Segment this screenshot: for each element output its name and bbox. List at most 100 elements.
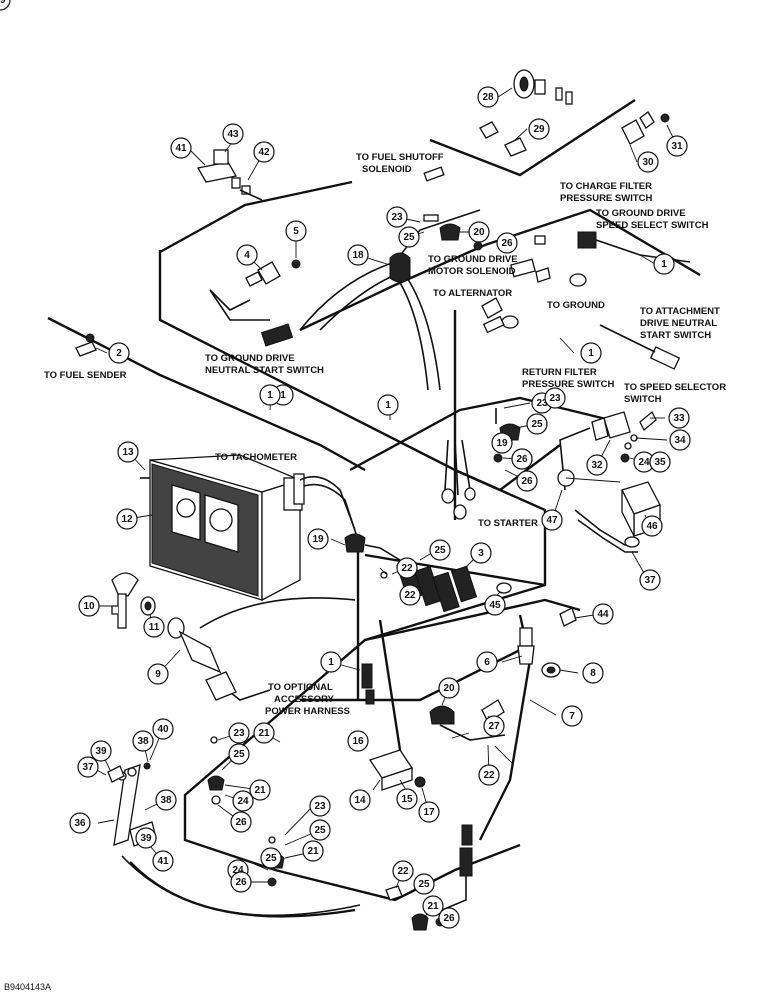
svg-text:TO GROUND DRIVE: TO GROUND DRIVE — [596, 208, 686, 219]
svg-text:36: 36 — [74, 818, 86, 829]
svg-text:22: 22 — [404, 590, 416, 601]
callout-18: 18 — [347, 244, 369, 266]
svg-text:21: 21 — [427, 901, 439, 912]
keys-10 — [111, 572, 139, 629]
svg-text:7: 7 — [569, 711, 575, 722]
svg-text:26: 26 — [501, 238, 513, 249]
svg-text:TO SPEED SELECTOR: TO SPEED SELECTOR — [624, 382, 726, 393]
svg-text:TO CHARGE FILTER: TO CHARGE FILTER — [560, 181, 652, 192]
svg-text:TO STARTER: TO STARTER — [478, 518, 538, 529]
svg-text:TO OPTIONAL: TO OPTIONAL — [268, 682, 333, 693]
callout-26: 26 — [230, 811, 252, 833]
svg-text:SPEED SELECT SWITCH: SPEED SELECT SWITCH — [596, 220, 709, 231]
switch-30 — [621, 111, 670, 145]
connector-block-3 — [380, 559, 478, 613]
svg-text:23: 23 — [314, 801, 326, 812]
callout-1: 1 — [320, 651, 342, 673]
svg-text:41: 41 — [175, 143, 187, 154]
svg-text:23: 23 — [549, 393, 561, 404]
svg-text:22: 22 — [401, 563, 413, 574]
callout-37: 37 — [77, 756, 99, 778]
svg-text:22: 22 — [483, 770, 495, 781]
callout-22: 22 — [396, 557, 418, 579]
callout-39: 39 — [135, 827, 157, 849]
svg-text:25: 25 — [434, 545, 446, 556]
svg-text:25: 25 — [531, 419, 543, 430]
svg-text:26: 26 — [516, 454, 528, 465]
svg-text:26: 26 — [521, 476, 533, 487]
callout-12: 12 — [116, 508, 138, 530]
svg-text:35: 35 — [654, 457, 666, 468]
fuse-holder-6 — [517, 607, 577, 678]
callout-39: 39 — [90, 740, 112, 762]
callout-35: 35 — [649, 451, 671, 473]
svg-text:1: 1 — [588, 348, 594, 359]
svg-text:34: 34 — [674, 435, 686, 446]
svg-text:19: 19 — [312, 534, 324, 545]
svg-text:43: 43 — [227, 129, 239, 140]
svg-text:11: 11 — [149, 622, 160, 633]
svg-text:25: 25 — [403, 232, 415, 243]
svg-text:26: 26 — [235, 877, 247, 888]
svg-text:TO GROUND: TO GROUND — [547, 300, 605, 311]
svg-text:18: 18 — [352, 250, 364, 261]
label-alternator: TO ALTERNATOR — [433, 288, 512, 299]
svg-text:47: 47 — [546, 515, 558, 526]
callout-46: 46 — [641, 515, 663, 537]
callout-1: 1 — [259, 384, 281, 406]
callout-20: 20 — [468, 221, 490, 243]
callout-19: 19 — [307, 528, 329, 550]
callout-15: 15 — [396, 788, 418, 810]
svg-text:TO GROUND DRIVE: TO GROUND DRIVE — [428, 254, 518, 265]
panel-connectors — [140, 473, 359, 541]
svg-text:22: 22 — [397, 866, 409, 877]
svg-text:23: 23 — [536, 398, 548, 409]
svg-text:13: 13 — [122, 447, 134, 458]
callout-21: 21 — [249, 779, 271, 801]
svg-text:12: 12 — [121, 514, 133, 525]
callout-38: 38 — [155, 789, 177, 811]
callout-25: 25 — [260, 847, 282, 869]
label-attachment: TO ATTACHMENT DRIVE NEUTRAL START SWITCH — [640, 306, 720, 341]
strap-37-upper — [574, 509, 640, 553]
svg-text:PRESSURE SWITCH: PRESSURE SWITCH — [560, 193, 653, 204]
callout-22: 22 — [478, 764, 500, 786]
svg-text:25: 25 — [418, 879, 430, 890]
callout-33: 33 — [668, 407, 690, 429]
callout-45: 45 — [484, 594, 506, 616]
svg-text:17: 17 — [423, 807, 435, 818]
svg-text:1: 1 — [280, 390, 286, 401]
callout-21: 21 — [253, 722, 275, 744]
svg-text:44: 44 — [597, 609, 609, 620]
svg-text:SWITCH: SWITCH — [624, 394, 662, 405]
callout-28: 28 — [477, 86, 499, 108]
callout-40: 40 — [152, 718, 174, 740]
svg-text:37: 37 — [82, 762, 94, 773]
svg-text:1: 1 — [385, 400, 391, 411]
label-neutral-start: TO GROUND DRIVE NEUTRAL START SWITCH — [205, 353, 324, 376]
svg-text:24: 24 — [237, 796, 249, 807]
ignition-switch-9 — [167, 597, 356, 701]
svg-text:39: 39 — [95, 746, 107, 757]
svg-text:29: 29 — [533, 124, 545, 135]
clamp-20-lower — [429, 699, 506, 741]
callout-25: 25 — [228, 743, 250, 765]
callout-26: 26 — [438, 907, 460, 929]
callout-11: 11 — [143, 616, 165, 638]
svg-text:1: 1 — [267, 390, 273, 401]
svg-text:8: 8 — [590, 668, 596, 679]
callout-26: 26 — [230, 871, 252, 893]
callout-47: 47 — [541, 509, 563, 531]
svg-text:25: 25 — [233, 749, 245, 760]
svg-text:23: 23 — [391, 212, 403, 223]
label-tachometer: TO TACHOMETER — [215, 452, 297, 463]
svg-text:TO ATTACHMENT: TO ATTACHMENT — [640, 306, 720, 317]
gauge-28 — [513, 69, 573, 105]
svg-text:37: 37 — [644, 575, 656, 586]
callout-13: 13 — [117, 441, 139, 463]
tachometer-panel-12 — [149, 454, 302, 602]
svg-text:15: 15 — [401, 794, 413, 805]
svg-text:20: 20 — [443, 683, 455, 694]
nut-11 — [140, 596, 156, 616]
